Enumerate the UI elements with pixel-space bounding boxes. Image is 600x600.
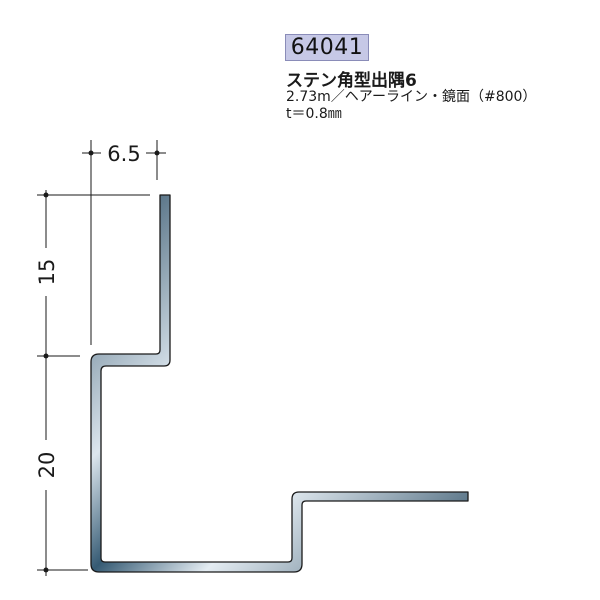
product-name: ステン角型出隅6 xyxy=(286,71,417,91)
profile-cross-section xyxy=(90,194,469,573)
product-code-badge: 64041 xyxy=(285,34,369,61)
upper-height-dimension-label: 15 xyxy=(35,259,59,286)
lower-height-dimension-label: 20 xyxy=(35,452,59,479)
width-dimension-label: 6.5 xyxy=(107,142,140,166)
spec-length-finish: 2.73m／ヘアーライン・鏡面（#800） xyxy=(286,89,537,105)
spec-thickness: t＝0.8㎜ xyxy=(286,106,342,122)
dimension-markers xyxy=(43,150,160,573)
